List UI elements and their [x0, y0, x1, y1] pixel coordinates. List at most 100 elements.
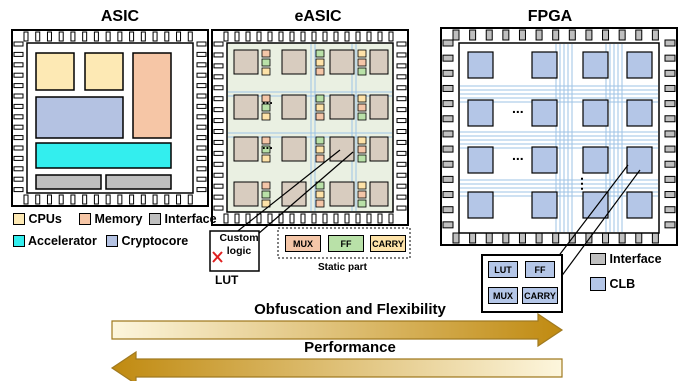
- io-pin: [502, 232, 510, 244]
- fpga-clb-cell: [626, 191, 653, 219]
- legend-cpus: CPUs: [13, 212, 62, 226]
- io-pin: [196, 166, 207, 172]
- io-pin: [196, 83, 207, 89]
- easic-static-cell: [357, 67, 367, 76]
- clb-mux-block: MUX: [488, 287, 518, 304]
- asic-interface-block-1: [35, 174, 102, 190]
- io-pin: [70, 194, 76, 205]
- easic-static-cell: [357, 136, 367, 145]
- fpga-clb-cell: [531, 51, 558, 79]
- static-mux-block: MUX: [285, 235, 321, 252]
- io-pin: [187, 194, 193, 205]
- fpga-clb-cell: [467, 191, 494, 219]
- easic-static-cell: [315, 181, 325, 190]
- io-pin: [618, 29, 626, 41]
- io-pin: [388, 213, 394, 224]
- easic-static-cell: [315, 112, 325, 121]
- easic-static-cell: [315, 199, 325, 208]
- asic-cryptocore-block: [35, 96, 124, 139]
- easic-io-pins: [213, 31, 407, 224]
- io-pin: [46, 194, 52, 205]
- easic-static-cell: [357, 145, 367, 154]
- asic-accelerator-block: [35, 142, 172, 169]
- fpga-clb-cell: [531, 146, 558, 174]
- io-pin: [196, 155, 207, 161]
- clb-ff-block: FF: [525, 261, 555, 278]
- io-pin: [388, 31, 394, 42]
- io-pin: [664, 160, 676, 168]
- easic-static-cell: [357, 103, 367, 112]
- static-part-label: Static part: [318, 262, 367, 273]
- io-pin: [13, 62, 24, 68]
- io-pin: [552, 232, 560, 244]
- performance-arrow-left: [110, 350, 563, 381]
- io-pin: [164, 194, 170, 205]
- io-pin: [213, 85, 224, 91]
- io-pin: [213, 107, 224, 113]
- io-pin: [187, 31, 193, 42]
- io-pin: [518, 232, 526, 244]
- fpga-dots-vertical: ⋮: [575, 175, 589, 191]
- io-pin: [322, 213, 328, 224]
- fpga-interface-swatch-icon: [590, 253, 606, 265]
- io-pin: [256, 31, 262, 42]
- io-pin: [366, 31, 372, 42]
- io-pin: [442, 206, 454, 214]
- easic-static-cell: [357, 190, 367, 199]
- easic-static-cell: [357, 49, 367, 58]
- easic-static-cell: [357, 154, 367, 163]
- easic-static-cell: [261, 49, 271, 58]
- easic-logic-cell: [281, 136, 307, 162]
- io-pin: [196, 187, 207, 193]
- io-pin: [140, 194, 146, 205]
- io-pin: [396, 161, 407, 167]
- easic-static-cell: [315, 154, 325, 163]
- io-pin: [344, 31, 350, 42]
- performance-label: Performance: [304, 339, 396, 356]
- fpga-clb-cell: [467, 146, 494, 174]
- io-pin: [213, 118, 224, 124]
- io-pin: [152, 194, 158, 205]
- easic-static-cell: [357, 58, 367, 67]
- io-pin: [442, 69, 454, 77]
- easic-static-cell: [261, 94, 271, 103]
- obfuscation-arrow-right: [111, 312, 564, 348]
- io-pin: [333, 213, 339, 224]
- io-pin: [289, 31, 295, 42]
- easic-static-cell: [261, 199, 271, 208]
- io-pin: [176, 194, 182, 205]
- io-pin: [396, 63, 407, 69]
- io-pin: [196, 176, 207, 182]
- io-pin: [35, 194, 41, 205]
- obfuscation-label: Obfuscation and Flexibility: [254, 301, 446, 318]
- interface-swatch-icon: [149, 213, 161, 225]
- easic-static-cell: [261, 67, 271, 76]
- io-pin: [535, 232, 543, 244]
- io-pin: [213, 41, 224, 47]
- easic-logic-cell: [369, 94, 389, 120]
- legend-accelerator: Accelerator: [13, 234, 97, 248]
- io-pin: [245, 31, 251, 42]
- io-pin: [23, 194, 29, 205]
- io-pin: [552, 29, 560, 41]
- io-pin: [82, 31, 88, 42]
- io-pin: [396, 85, 407, 91]
- io-pin: [502, 29, 510, 41]
- io-pin: [278, 31, 284, 42]
- easic-static-cell: [315, 58, 325, 67]
- easic-static-cell: [261, 112, 271, 121]
- io-pin: [196, 135, 207, 141]
- io-pin: [322, 31, 328, 42]
- io-pin: [396, 96, 407, 102]
- io-pin: [105, 194, 111, 205]
- io-pin: [664, 39, 676, 47]
- easic-static-cell: [315, 190, 325, 199]
- easic-static-cell: [261, 136, 271, 145]
- io-pin: [213, 205, 224, 211]
- io-pin: [82, 194, 88, 205]
- io-pin: [196, 72, 207, 78]
- easic-static-cell: [357, 199, 367, 208]
- io-pin: [289, 213, 295, 224]
- fpga-io-pins: [442, 29, 676, 244]
- io-pin: [664, 115, 676, 123]
